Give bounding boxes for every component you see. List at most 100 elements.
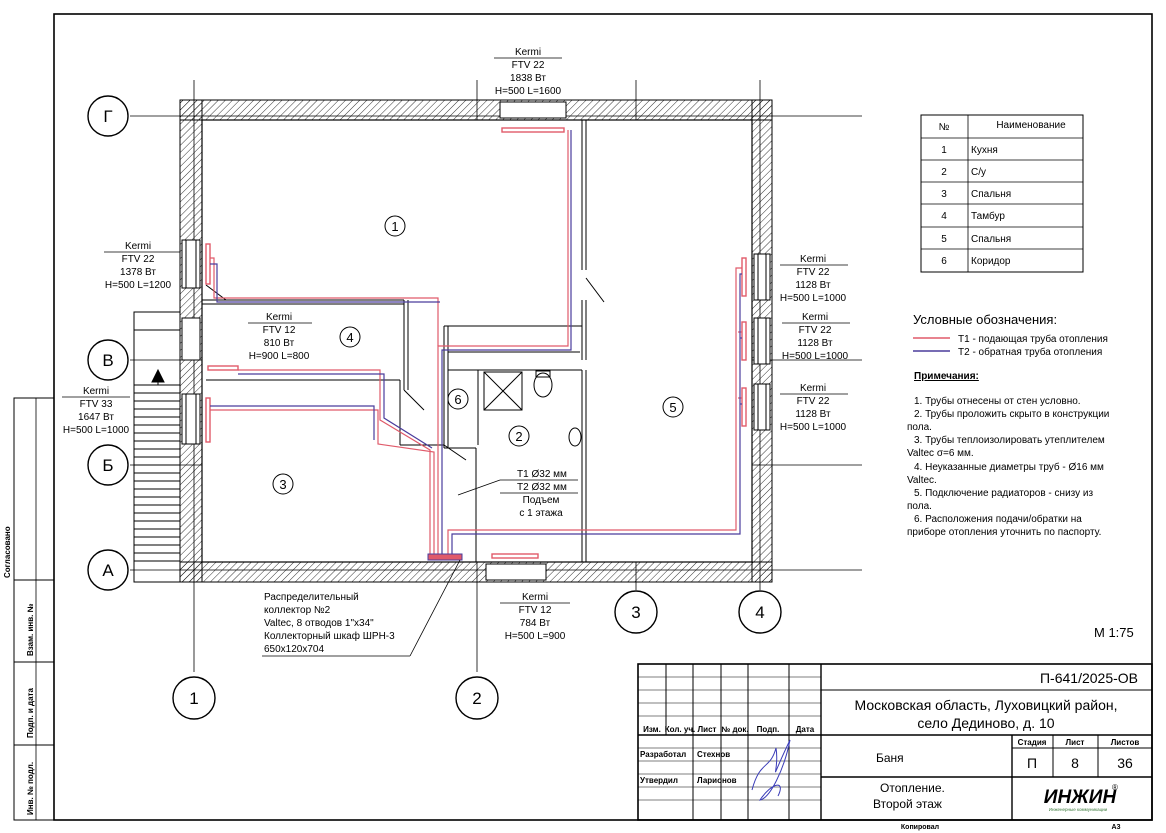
svg-text:H=500 L=1600: H=500 L=1600 xyxy=(495,86,562,97)
svg-text:Распределительный: Распределительный xyxy=(264,592,359,603)
svg-text:6. Расположения подачи/обр: 6. Расположения подачи/обратки на xyxy=(914,513,1082,525)
svg-text:коллектор №2: коллектор №2 xyxy=(264,605,331,616)
svg-text:Кол. уч.: Кол. уч. xyxy=(665,725,695,734)
svg-text:1: 1 xyxy=(391,219,398,234)
svg-text:FTV 22: FTV 22 xyxy=(797,267,830,278)
room-number-1: 1 xyxy=(384,215,406,237)
svg-text:пола.: пола. xyxy=(907,501,932,512)
svg-text:С/у: С/у xyxy=(971,167,986,178)
svg-text:2: 2 xyxy=(472,689,481,708)
developed-name: Стехнов xyxy=(697,750,730,759)
svg-text:H=900 L=800: H=900 L=800 xyxy=(249,351,310,362)
svg-text:Т1 Ø32 мм: Т1 Ø32 мм xyxy=(517,469,567,480)
room-number-5: 5 xyxy=(662,396,684,418)
svg-text:Kermi: Kermi xyxy=(802,312,828,323)
axis-bubble-А: А xyxy=(87,549,129,591)
axis-bubble-Г: Г xyxy=(87,95,129,137)
svg-text:4: 4 xyxy=(346,330,353,345)
radiator-label-left-upper: Kermi FTV 22 1378 Вт H=500 L=1200 xyxy=(104,241,180,291)
drawing-name-1: Отопление. xyxy=(880,781,945,795)
svg-text:2: 2 xyxy=(515,429,522,444)
svg-text:Спальня: Спальня xyxy=(971,189,1011,200)
svg-text:Изм.: Изм. xyxy=(643,725,661,734)
svg-text:Стадия: Стадия xyxy=(1018,738,1047,747)
svg-text:Листов: Листов xyxy=(1111,738,1140,747)
notes-title: Примечания: xyxy=(914,371,979,382)
sheet-value: 8 xyxy=(1071,755,1079,771)
svg-text:5: 5 xyxy=(941,234,947,245)
svg-text:А: А xyxy=(102,561,114,580)
svg-text:Лист: Лист xyxy=(1066,738,1085,747)
svg-text:с 1 этажа: с 1 этажа xyxy=(519,508,563,519)
svg-text:3: 3 xyxy=(631,603,640,622)
svg-text:3: 3 xyxy=(279,477,286,492)
svg-text:1378 Вт: 1378 Вт xyxy=(120,267,156,278)
svg-text:Kermi: Kermi xyxy=(125,241,151,252)
rooms-table-header-no: № xyxy=(939,122,950,133)
svg-text:Коридор: Коридор xyxy=(971,256,1011,267)
room-number-6: 6 xyxy=(447,388,469,410)
collector-note: Распределительный коллектор №2 Valtec, 8… xyxy=(262,559,461,657)
svg-text:1838 Вт: 1838 Вт xyxy=(510,73,546,84)
svg-text:Дата: Дата xyxy=(796,725,815,734)
heating-pipes xyxy=(210,130,742,556)
stamp-sign-date: Подп. и дата xyxy=(26,688,35,738)
svg-text:Valtec, 8 отводов 1"х34": Valtec, 8 отводов 1"х34" xyxy=(264,618,374,629)
svg-text:1128 Вт: 1128 Вт xyxy=(795,409,831,420)
svg-text:®: ® xyxy=(1112,783,1118,792)
svg-text:2. Трубы проложить скрыто: 2. Трубы проложить скрыто в конструкции xyxy=(914,408,1109,420)
svg-text:№ док.: № док. xyxy=(721,725,748,734)
legend-t2-text: Т2 - обратная труба отопления xyxy=(958,346,1102,358)
svg-text:3. Трубы теплоизолировать: 3. Трубы теплоизолировать утеплителем xyxy=(914,434,1105,446)
object-name: Баня xyxy=(876,751,904,765)
radiator-label-left-lower: Kermi FTV 33 1647 Вт H=500 L=1000 xyxy=(62,386,130,436)
svg-text:H=500 L=1000: H=500 L=1000 xyxy=(63,425,130,436)
radiator-marks xyxy=(205,127,747,559)
svg-text:FTV 12: FTV 12 xyxy=(519,605,552,616)
axis-bubble-3: 3 xyxy=(614,590,658,634)
svg-text:Лист: Лист xyxy=(698,725,717,734)
room-number-4: 4 xyxy=(339,326,361,348)
notes: Примечания: 1. Трубы отнесены от стен ус… xyxy=(907,371,1109,538)
svg-text:H=500 L=1200: H=500 L=1200 xyxy=(105,280,172,291)
axis-bubble-В: В xyxy=(87,339,129,381)
svg-text:1128 Вт: 1128 Вт xyxy=(795,280,831,291)
room-number-3: 3 xyxy=(272,473,294,495)
stamp-inv-original: Инв. № подл. xyxy=(26,762,35,815)
svg-text:Kermi: Kermi xyxy=(83,386,109,397)
svg-text:В: В xyxy=(102,351,113,370)
rooms-table-header-name: Наименование xyxy=(996,120,1066,131)
room-number-2: 2 xyxy=(508,425,530,447)
svg-text:Kermi: Kermi xyxy=(266,312,292,323)
svg-text:Кухня: Кухня xyxy=(971,145,998,156)
approved-label: Утвердил xyxy=(640,776,678,785)
radiator-label-right-2: Kermi FTV 22 1128 Вт H=500 L=1000 xyxy=(782,312,850,362)
svg-text:1128 Вт: 1128 Вт xyxy=(797,338,833,349)
svg-text:Спальня: Спальня xyxy=(971,234,1011,245)
svg-text:H=500 L=1000: H=500 L=1000 xyxy=(780,293,847,304)
radiator-label-top: Kermi FTV 22 1838 Вт H=500 L=1600 xyxy=(494,47,562,97)
svg-text:FTV 22: FTV 22 xyxy=(512,60,545,71)
axis-bubble-Б: Б xyxy=(87,444,129,486)
developed-label: Разработал xyxy=(640,750,686,759)
svg-text:Valtec.: Valtec. xyxy=(907,475,937,486)
format-label: А3 xyxy=(1112,824,1121,831)
svg-text:H=500 L=1000: H=500 L=1000 xyxy=(782,351,849,362)
svg-text:2: 2 xyxy=(941,167,947,178)
svg-text:1. Трубы отнесены от стен: 1. Трубы отнесены от стен условно. xyxy=(914,395,1081,407)
scale-label: М 1:75 xyxy=(1094,625,1134,640)
svg-text:Подъем: Подъем xyxy=(523,495,560,506)
svg-text:5. Подключение радиаторов: 5. Подключение радиаторов - снизу из xyxy=(914,488,1093,499)
svg-text:Тамбур: Тамбур xyxy=(971,210,1005,222)
legend-title: Условные обозначения: xyxy=(913,312,1057,327)
svg-text:5: 5 xyxy=(669,400,676,415)
svg-text:Коллекторный шкаф ШРН-3: Коллекторный шкаф ШРН-3 xyxy=(264,630,395,642)
project-code: П-641/2025-ОВ xyxy=(1040,670,1138,686)
svg-text:810 Вт: 810 Вт xyxy=(264,338,295,349)
company-logo-sub: Инженерные коммуникации xyxy=(1049,807,1108,812)
sheets-value: 36 xyxy=(1117,755,1133,771)
svg-text:Kermi: Kermi xyxy=(515,47,541,58)
signature-scribble xyxy=(751,739,791,801)
svg-text:3: 3 xyxy=(941,189,947,200)
